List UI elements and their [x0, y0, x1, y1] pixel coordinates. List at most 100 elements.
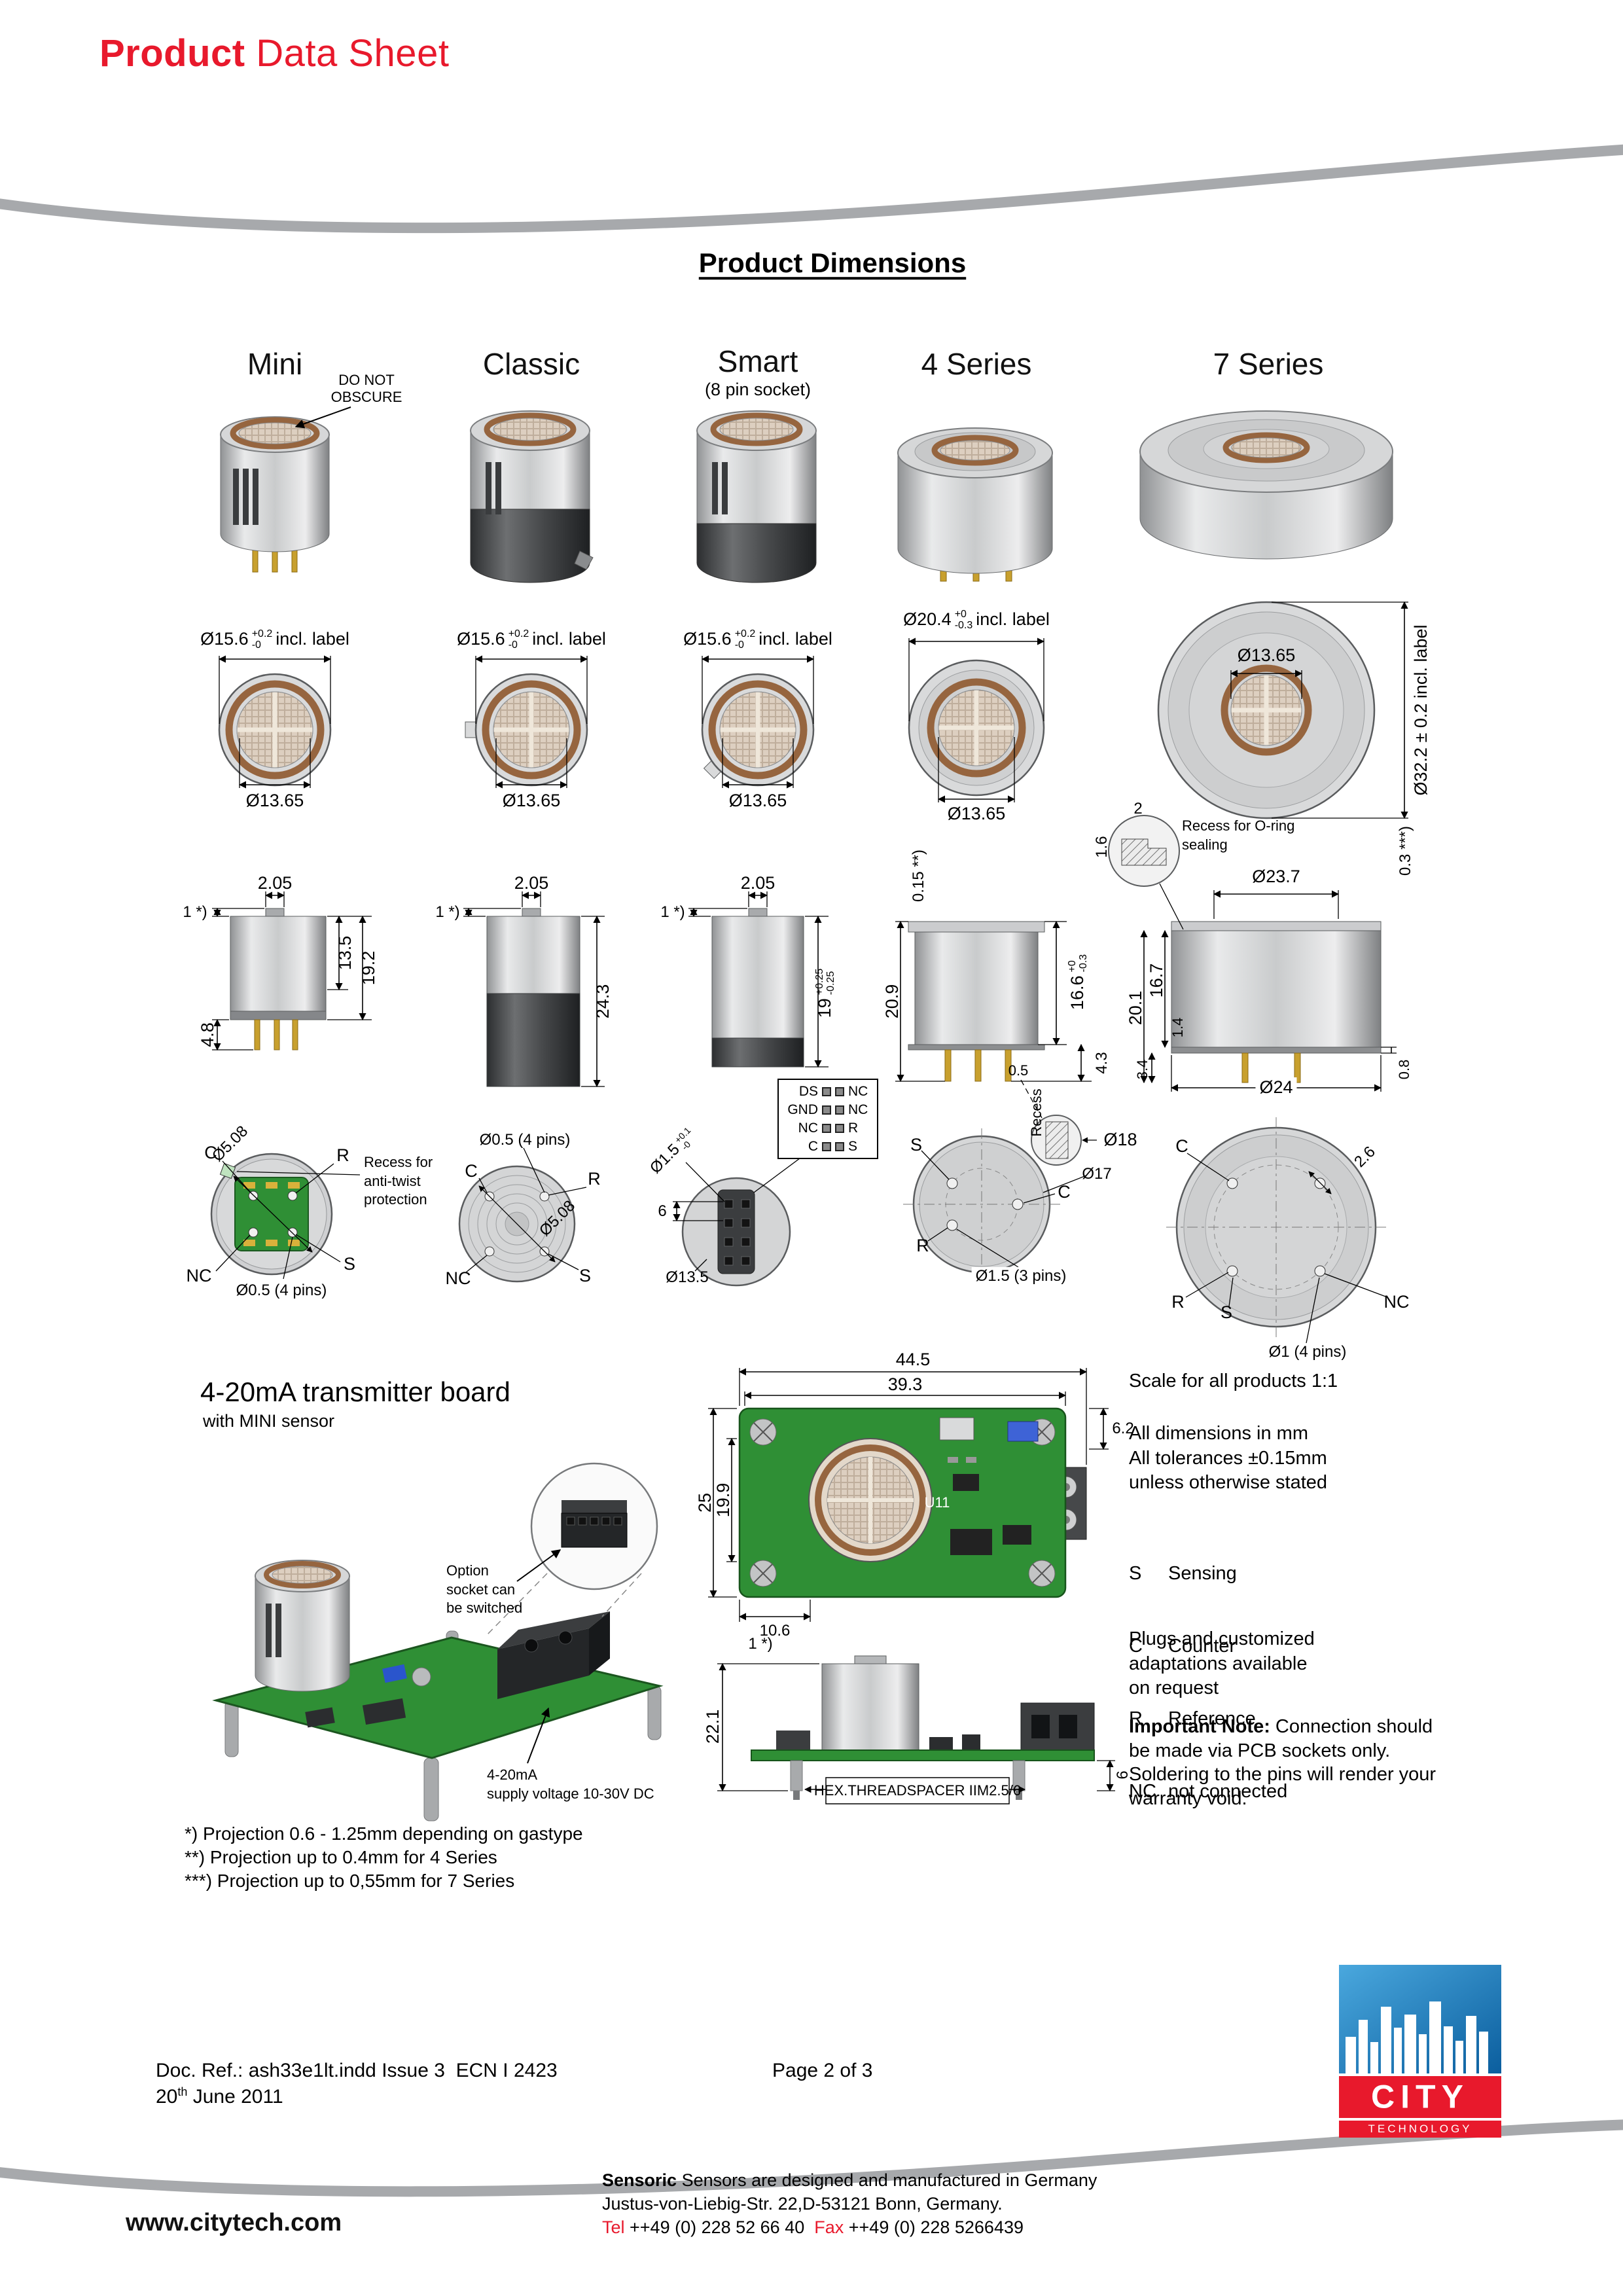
footnote-3: ***) Projection up to 0,55mm for 7 Serie… — [185, 1871, 515, 1891]
dim-7series-inner-dia: Ø13.65 — [1237, 645, 1296, 666]
sideview-7series — [1108, 815, 1397, 1092]
mini-antitwist-note: Recess for anti-twist protection — [364, 1154, 433, 1208]
dim-classic-cap: 2.05 — [514, 873, 549, 893]
dim-mini-inner-dia: Ø13.65 — [245, 791, 304, 811]
classic-pin-c: C — [465, 1161, 478, 1181]
dim-classic-pin-dia: Ø0.5 (4 pins) — [479, 1130, 571, 1149]
board-top — [708, 1368, 1109, 1622]
classic-pin-r: R — [588, 1169, 601, 1189]
dim-4series-pinlen: 4.3 — [1092, 1052, 1111, 1074]
sideview-classic — [463, 891, 605, 1088]
dim-4series-htotal: 20.9 — [882, 984, 902, 1019]
note-important: Important Note: Connection should be mad… — [1129, 1716, 1436, 1809]
bottomview-classic — [458, 1147, 587, 1283]
dim-smart-socket-circle: Ø13.5 — [666, 1268, 709, 1286]
dim-7series-proj: 0.3 ***) — [1396, 825, 1414, 876]
product-name-7series: 7 Series — [1213, 346, 1324, 381]
topview-7series — [1157, 601, 1408, 819]
page-number: Page 2 of 3 — [772, 2060, 873, 2081]
dim-4series-mount: Ø17 — [1082, 1164, 1112, 1183]
product-name-classic: Classic — [482, 346, 580, 381]
page-title: Product Dimensions — [698, 247, 967, 279]
dim-smart-inner-dia: Ø13.65 — [728, 791, 787, 811]
dim-mini-pin-dia: Ø0.5 (4 pins) — [236, 1281, 327, 1299]
7series-pin-s: S — [1220, 1302, 1233, 1323]
address-line: Justus-von-Liebig-Str. 22,D-53121 Bonn, … — [602, 2194, 1003, 2214]
dim-7series-htotal: 20.1 — [1126, 990, 1146, 1026]
page-header-title: Product Data Sheet — [99, 32, 450, 75]
dim-7series-hbody: 16.7 — [1147, 963, 1167, 998]
dim-board-d1: 6.2 — [1112, 1419, 1134, 1437]
board-supply-note: 4-20mA supply voltage 10-30V DC — [487, 1767, 654, 1802]
dim-classic-proj: 1 *) — [435, 903, 460, 921]
dim-7series-recess-d: 1.6 — [1092, 836, 1111, 858]
7series-pin-nc: NC — [1383, 1292, 1410, 1312]
topview-mini — [218, 655, 332, 789]
bottomview-smart — [673, 1150, 811, 1287]
website: www.citytech.com — [126, 2209, 342, 2236]
dim-board-d2: 10.6 — [759, 1621, 791, 1640]
dim-4series-hbody: 16.6+0-0.3 — [1067, 954, 1090, 1011]
logo-technology-text: TECHNOLOGY — [1368, 2122, 1472, 2135]
board-title: 4-20mA transmitter board — [200, 1376, 510, 1407]
dim-4series-pin-circle: Ø18 — [1103, 1130, 1137, 1150]
dim-7series-step2: 0.8 — [1396, 1059, 1413, 1080]
4series-pin-r: R — [916, 1236, 929, 1256]
dim-4series-recess-label: Recess — [1028, 1088, 1045, 1137]
bottomview-mini — [210, 1153, 361, 1280]
dim-board-h2: 19.9 — [713, 1482, 734, 1518]
7series-pin-c: C — [1175, 1136, 1188, 1157]
dim-smart-socket-pitch: 6 — [658, 1202, 667, 1220]
footnote-1: *) Projection 0.6 - 1.25mm depending on … — [185, 1823, 583, 1844]
dim-board-proj: 1 *) — [748, 1634, 773, 1653]
doc-ref: Doc. Ref.: ash33e1lt.indd Issue 3 ECN I … — [156, 2060, 558, 2081]
note-plugs: Plugs and customized adaptations availab… — [1129, 1628, 1315, 1699]
dim-board-w1: 44.5 — [895, 1350, 931, 1370]
bottomview-4series — [903, 1128, 1087, 1280]
bottomview-7series — [1166, 1117, 1388, 1344]
dim-board-side-h: 22.1 — [703, 1709, 723, 1744]
4series-pin-s: S — [910, 1135, 923, 1155]
classic-pin-s: S — [579, 1266, 592, 1286]
product-name-smart: Smart — [717, 344, 798, 378]
dim-7series-outer-dia: Ø32.2 ± 0.2 incl. label — [1411, 624, 1431, 796]
smart-subtitle: (8 pin socket) — [704, 380, 812, 400]
city-technology-logo — [1339, 1965, 1501, 2138]
render-classic — [470, 410, 594, 583]
made-in-line: Sensoric Sensors are designed and manufa… — [602, 2170, 1097, 2190]
dim-mini-hbody: 13.5 — [335, 935, 355, 971]
dim-smart-h: 19+0.25-0.25 — [814, 968, 837, 1018]
render-mini — [220, 406, 351, 573]
board-side — [717, 1655, 1115, 1804]
board-spacer-label: HEX.THREADSPACER IIM2.5/6 — [813, 1782, 1022, 1799]
product-name-mini: Mini — [247, 346, 303, 381]
dim-7series-bottom-od: Ø24 — [1255, 1077, 1297, 1098]
dim-4series-inner-dia: Ø13.65 — [947, 804, 1006, 824]
dim-7series-step: 1.4 — [1169, 1017, 1186, 1038]
footnote-2: **) Projection up to 0.4mm for 4 Series — [185, 1847, 497, 1867]
dim-classic-inner-dia: Ø13.65 — [502, 791, 561, 811]
dim-4series-pin-dia: Ø1.5 (3 pins) — [971, 1266, 1071, 1286]
top-swoosh — [0, 144, 1623, 234]
logo-city-text: CITY — [1371, 2078, 1469, 2115]
classic-pin-nc: NC — [445, 1268, 471, 1289]
topview-smart — [701, 655, 815, 789]
dim-7series-recess-w: 2 — [1133, 799, 1143, 817]
dim-7series-pin-dia: Ø1 (4 pins) — [1268, 1342, 1347, 1361]
board-ref-designator: U11 — [924, 1494, 950, 1511]
mini-pin-r: R — [336, 1145, 349, 1166]
product-name-4series: 4 Series — [921, 346, 1032, 381]
dim-classic-h: 24.3 — [593, 984, 613, 1019]
